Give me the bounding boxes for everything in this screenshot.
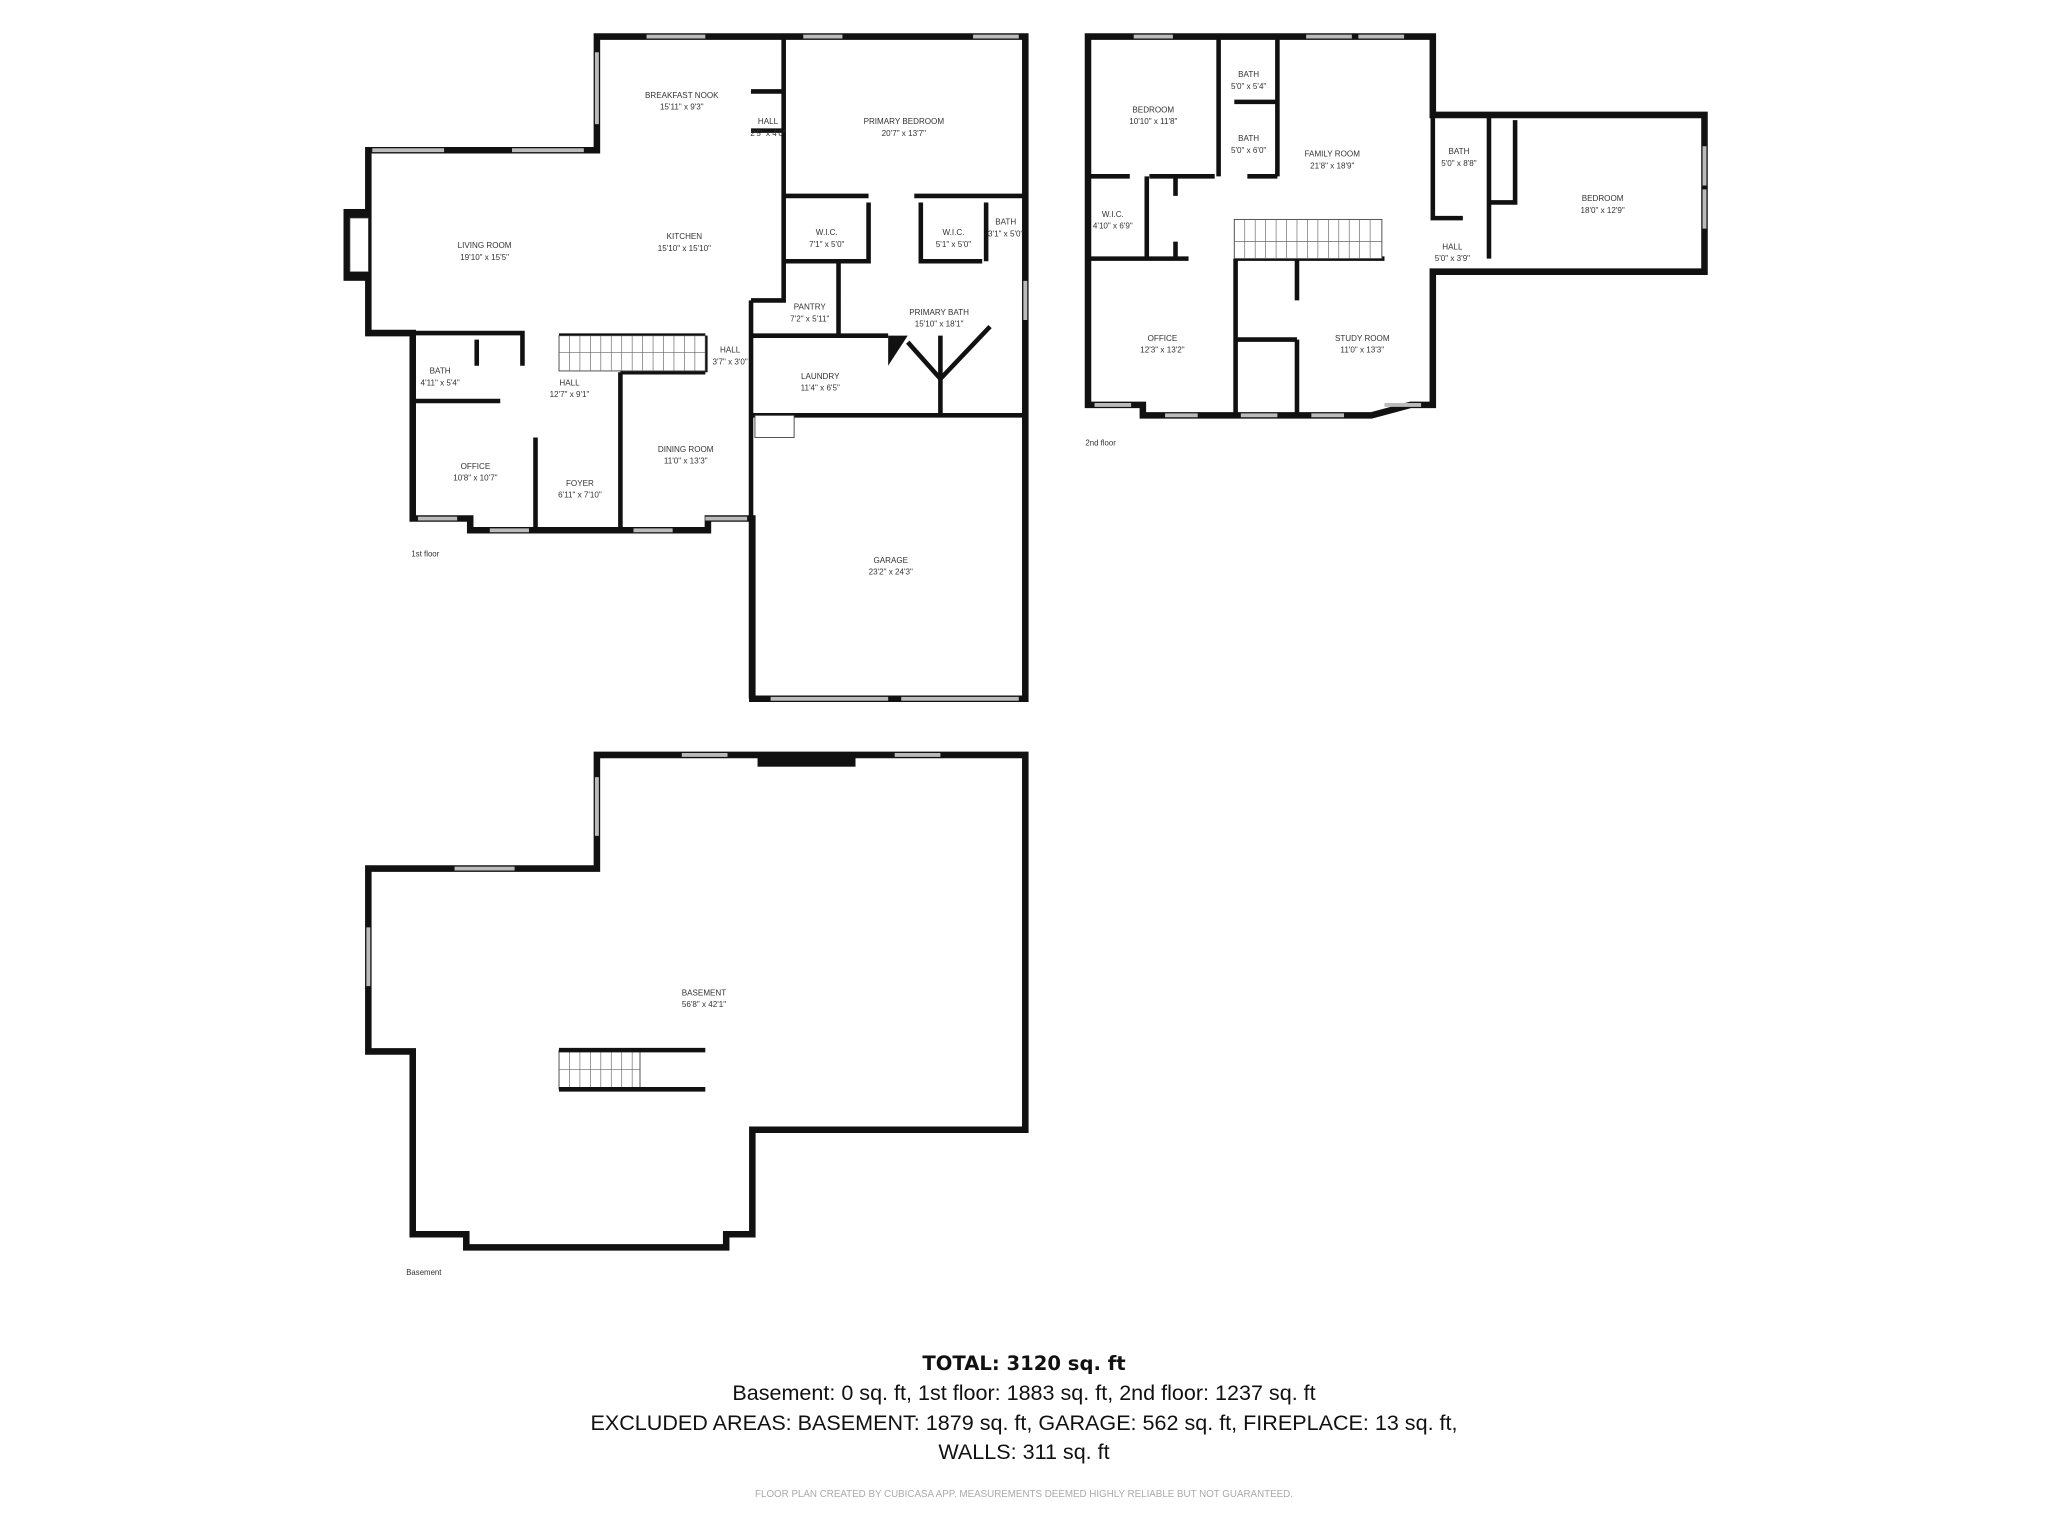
basement-windows: [366, 752, 941, 987]
room-name: W.I.C.: [1102, 210, 1124, 219]
room-name: LAUNDRY: [801, 372, 840, 381]
room-dims: 5'1" x 5'0": [936, 240, 971, 249]
first-floor-room-labels: BREAKFAST NOOK 15'11" x 9'3" HALL 2'5" x…: [421, 91, 1024, 577]
room-dims: 11'0" x 13'3": [1340, 346, 1384, 355]
room-name: BATH: [1238, 134, 1259, 143]
room-dims: 2'5" x 4'6": [750, 129, 785, 138]
room-name: PANTRY: [794, 303, 827, 312]
room-dims: 5'0" x 5'4": [1231, 82, 1266, 91]
second-floor-room-labels: BEDROOM 10'10" x 11'8" BATH 5'0" x 5'4" …: [1093, 70, 1625, 355]
room-dims: 7'2" x 5'11": [790, 314, 829, 323]
room-name: PRIMARY BEDROOM: [864, 117, 945, 126]
room-dims: 11'0" x 13'3": [664, 457, 708, 466]
room-dims: 5'0" x 3'9": [1435, 254, 1470, 263]
garage-steps: [754, 414, 795, 439]
first-floor-windows: [372, 34, 1028, 701]
room-name: BEDROOM: [1582, 194, 1624, 203]
basement-stairs: [558, 1047, 706, 1092]
room-name: BATH: [1448, 147, 1469, 156]
room-dims: 21'8" x 18'9": [1310, 161, 1354, 170]
floor-areas: Basement: 0 sq. ft, 1st floor: 1883 sq. …: [732, 1380, 1315, 1405]
room-dims: 3'7" x 3'0": [712, 357, 747, 366]
room-name: FOYER: [566, 479, 594, 488]
room-dims: 15'10" x 18'1": [915, 320, 964, 329]
room-name: W.I.C.: [816, 228, 838, 237]
room-dims: 56'8" x 42'1": [682, 1000, 726, 1009]
basement-plan: BASEMENT 56'8" x 42'1" Basement: [365, 751, 1029, 1277]
room-name: STUDY ROOM: [1335, 334, 1390, 343]
fireplace-hearth: [349, 217, 369, 272]
excluded-areas: EXCLUDED AREAS: BASEMENT: 1879 sq. ft, G…: [591, 1410, 1458, 1435]
area-summary: TOTAL: 3120 sq. ft Basement: 0 sq. ft, 1…: [591, 1352, 1458, 1500]
second-floor-windows: [1094, 34, 1707, 418]
first-floor-stairs: [558, 335, 706, 372]
room-dims: 10'10" x 11'8": [1129, 117, 1177, 126]
room-dims: 23'2" x 24'3": [869, 568, 913, 577]
floor-label: Basement: [406, 1268, 442, 1277]
room-name: W.I.C.: [942, 228, 964, 237]
room-dims: 4'11" x 5'4": [421, 378, 460, 387]
room-name: BATH: [430, 367, 451, 376]
room-dims: 11'4" x 6'5": [801, 384, 840, 393]
room-dims: 6'11" x 7'10": [558, 491, 602, 500]
room-dims: 10'8" x 10'7": [453, 474, 497, 483]
room-dims: 7'1" x 5'0": [809, 240, 844, 249]
room-dims: 5'0" x 8'8": [1441, 159, 1476, 168]
room-name: BREAKFAST NOOK: [645, 91, 719, 100]
room-dims: 15'10" x 15'10": [658, 244, 711, 253]
room-name: HALL: [720, 346, 741, 355]
room-name: BEDROOM: [1132, 105, 1174, 114]
room-name: KITCHEN: [667, 232, 703, 241]
room-name: DINING ROOM: [658, 445, 714, 454]
room-name: OFFICE: [1148, 334, 1178, 343]
room-name: HALL: [559, 378, 580, 387]
floor-label: 1st floor: [411, 549, 439, 558]
room-name: OFFICE: [461, 462, 491, 471]
disclaimer: FLOOR PLAN CREATED BY CUBICASA APP. MEAS…: [755, 1489, 1293, 1500]
room-name: BATH: [1238, 70, 1259, 79]
first-floor-plan: BREAKFAST NOOK 15'11" x 9'3" HALL 2'5" x…: [343, 33, 1029, 703]
room-dims: 15'11" x 9'3": [660, 103, 704, 112]
room-dims: 20'7" x 13'7": [882, 129, 926, 138]
second-floor-outline: [1084, 33, 1708, 419]
room-dims: 4'10" x 6'9": [1093, 222, 1133, 231]
room-name: HALL: [758, 117, 779, 126]
room-dims: 18'0" x 12'9": [1580, 206, 1624, 215]
room-name: BATH: [995, 218, 1016, 227]
room-name: GARAGE: [873, 556, 908, 565]
room-dims: 12'7" x 9'1": [550, 390, 590, 399]
primary-bath-shower-wall: [906, 324, 992, 383]
room-name: HALL: [1442, 242, 1463, 251]
total-area: TOTAL: 3120 sq. ft: [922, 1352, 1125, 1375]
room-name: LIVING ROOM: [458, 241, 512, 250]
second-floor-plan: BEDROOM 10'10" x 11'8" BATH 5'0" x 5'4" …: [1084, 33, 1708, 447]
basement-fireplace: [757, 752, 856, 767]
primary-bath-chase: [888, 335, 908, 366]
room-name: PRIMARY BATH: [909, 308, 969, 317]
room-dims: 12'3" x 13'2": [1140, 346, 1184, 355]
room-name: FAMILY ROOM: [1305, 150, 1361, 159]
room-dims: 5'0" x 6'0": [1231, 146, 1266, 155]
second-floor-stairs: [1233, 218, 1383, 260]
room-dims: 19'10" x 15'5": [460, 253, 509, 262]
floor-label: 2nd floor: [1085, 438, 1116, 447]
room-dims: 3'1" x 5'0": [988, 229, 1023, 238]
walls-area: WALLS: 311 sq. ft: [938, 1439, 1109, 1464]
room-name: BASEMENT: [682, 988, 727, 997]
